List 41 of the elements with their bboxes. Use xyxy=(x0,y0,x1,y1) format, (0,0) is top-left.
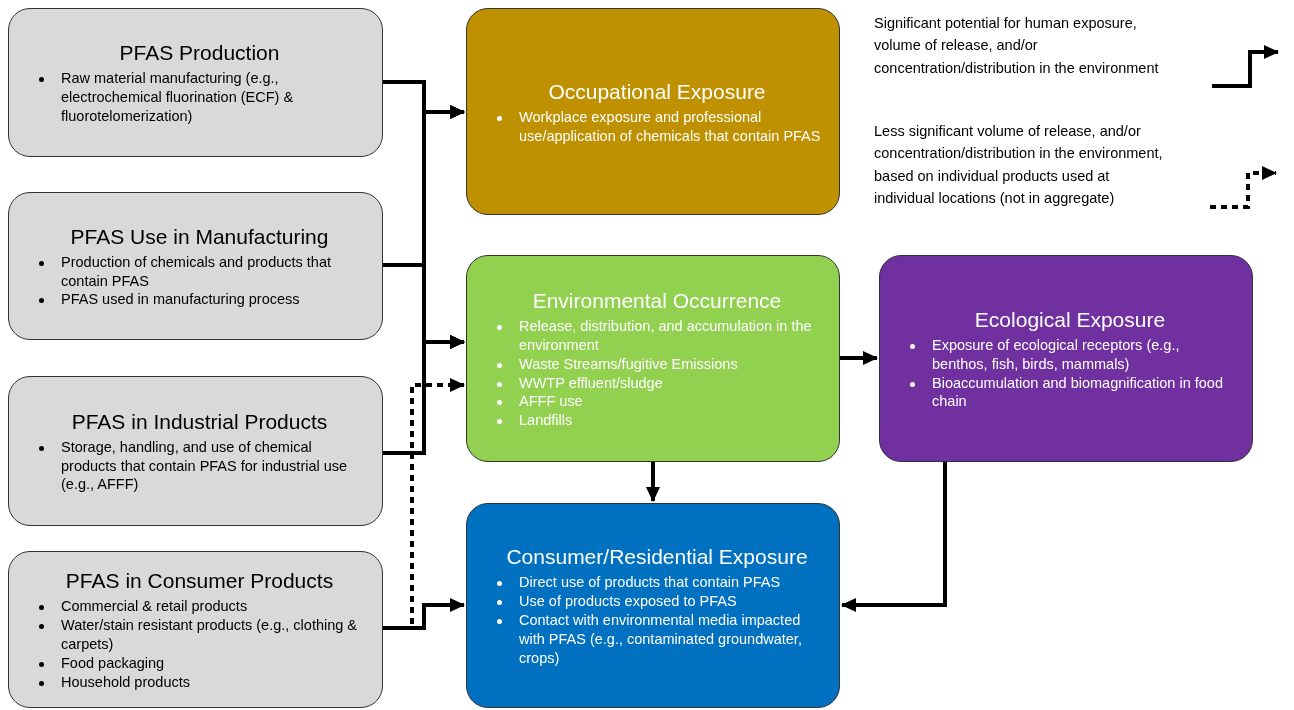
bullet-item: Release, distribution, and accumulation in the environment xyxy=(519,318,812,353)
arrow xyxy=(840,351,878,365)
arrow xyxy=(383,598,465,630)
process-box xyxy=(466,255,840,462)
bullet-item: Food packaging xyxy=(61,655,165,671)
box-title: PFAS Production xyxy=(118,41,281,66)
process-box xyxy=(8,376,383,526)
box-title: PFAS Use in Manufacturing xyxy=(69,224,330,249)
box-title: Occupational Exposure xyxy=(547,79,767,104)
process-box xyxy=(8,192,383,340)
bullet-item: Waste Streams/fugitive Emissions xyxy=(519,355,738,372)
process-box xyxy=(879,255,1253,462)
arrow xyxy=(841,462,947,612)
legend-text: Significant potential for human exposure, volume of release, and/or concentration/distribution in the environment xyxy=(874,14,1160,78)
legend-text: Less significant volume of release, and/or concentration/distribution in the environment, based on individual products used at individual locations (not in aggregate) xyxy=(874,122,1164,209)
process-box xyxy=(466,8,840,215)
box-title: Ecological Exposure xyxy=(973,307,1167,332)
box-title: Environmental Occurrence xyxy=(531,288,783,314)
process-box xyxy=(8,8,383,157)
bullet-item: Contact with environmental media impacted with PFAS (e.g., contaminated groundwater, crops) xyxy=(519,612,802,666)
process-box xyxy=(8,551,383,708)
box-title: PFAS in Industrial Products xyxy=(70,409,329,434)
bullet-item: Production of chemicals and products that contain PFAS xyxy=(61,253,331,289)
bullet-item: Bioaccumulation and biomagnification in food chain xyxy=(932,374,1223,410)
bullet-item: Exposure of ecological receptors (e.g., benthos, fish, birds, mammals) xyxy=(932,336,1180,372)
bullet-item: Use of products exposed to PFAS xyxy=(519,593,737,610)
bullet-item: Landfills xyxy=(519,412,573,429)
process-box xyxy=(466,503,840,708)
box-title: PFAS in Consumer Products xyxy=(64,569,335,594)
bullet-item: Raw material manufacturing (e.g., electrochemical fluorination (ECF) & fluorotelomerization) xyxy=(61,70,294,124)
bullet-item: Workplace exposure and professional use/application of chemicals that contain PFAS xyxy=(519,108,821,144)
box-title: Consumer/Residential Exposure xyxy=(505,545,809,570)
bullet-item: WWTP effluent/sludge xyxy=(519,374,663,391)
bullet-item: PFAS used in manufacturing process xyxy=(61,291,300,308)
bullet-item: Water/stain resistant products (e.g., clothing & carpets) xyxy=(61,617,358,653)
bullet-item: Commercial & retail products xyxy=(61,598,248,615)
bullet-item: Storage, handling, and use of chemical products that contain PFAS for industrial use (e.g., AFFF) xyxy=(61,438,348,493)
bullet-item: AFFF use xyxy=(519,393,583,410)
bullet-item: Household products xyxy=(61,673,190,690)
arrow xyxy=(646,462,660,502)
bullet-item: Direct use of products that contain PFAS xyxy=(519,574,781,591)
